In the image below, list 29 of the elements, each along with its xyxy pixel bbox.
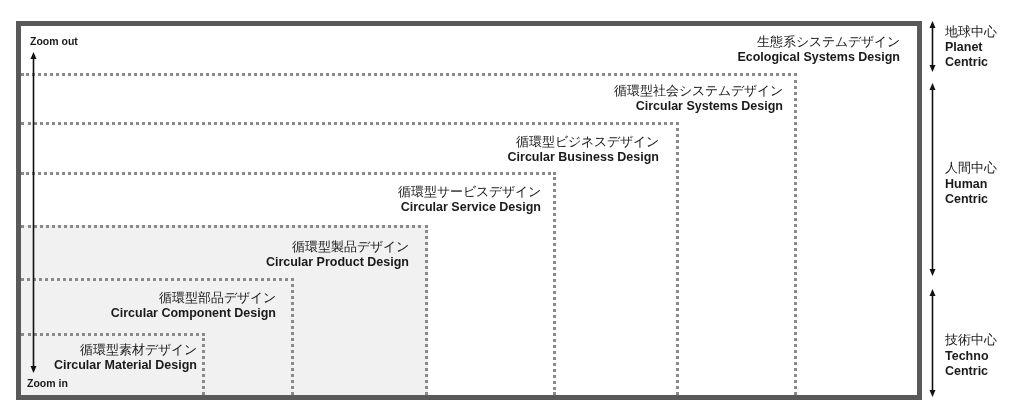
english-title: Ecological Systems Design <box>737 49 900 65</box>
axis-label: Zoom out <box>30 33 78 49</box>
nested-box <box>21 73 797 395</box>
scope-label: Planet Centric <box>945 39 989 70</box>
english-title: Circular Systems Design <box>635 98 783 114</box>
scope-label: 地球中心 <box>945 24 997 40</box>
nested-box <box>21 225 428 395</box>
scope-label: 人間中心 <box>945 160 997 176</box>
japanese-title: 生態系システムデザイン <box>757 34 900 50</box>
japanese-title: 循環型ビジネスデザイン <box>516 134 659 150</box>
english-title: Circular Material Design <box>53 357 197 373</box>
scope-label: Techno Centric <box>945 348 989 379</box>
english-title: Circular Business Design <box>507 149 659 165</box>
nested-box <box>21 122 679 395</box>
japanese-title: 循環型社会システムデザイン <box>614 83 783 99</box>
english-title: Circular Component Design <box>110 305 276 321</box>
english-title: Circular Product Design <box>265 254 409 270</box>
japanese-title: 循環型素材デザイン <box>80 342 197 358</box>
axis-label: Zoom in <box>27 375 68 391</box>
japanese-title: 循環型部品デザイン <box>159 290 276 306</box>
frame-box <box>16 21 922 400</box>
nested-box <box>21 333 205 395</box>
english-title: Circular Service Design <box>400 199 541 215</box>
scope-label: Human Centric <box>945 176 989 207</box>
japanese-title: 循環型製品デザイン <box>292 239 409 255</box>
scope-label: 技術中心 <box>945 332 997 348</box>
japanese-title: 循環型サービスデザイン <box>398 184 541 200</box>
nested-box <box>21 172 556 395</box>
nested-box <box>21 278 294 395</box>
